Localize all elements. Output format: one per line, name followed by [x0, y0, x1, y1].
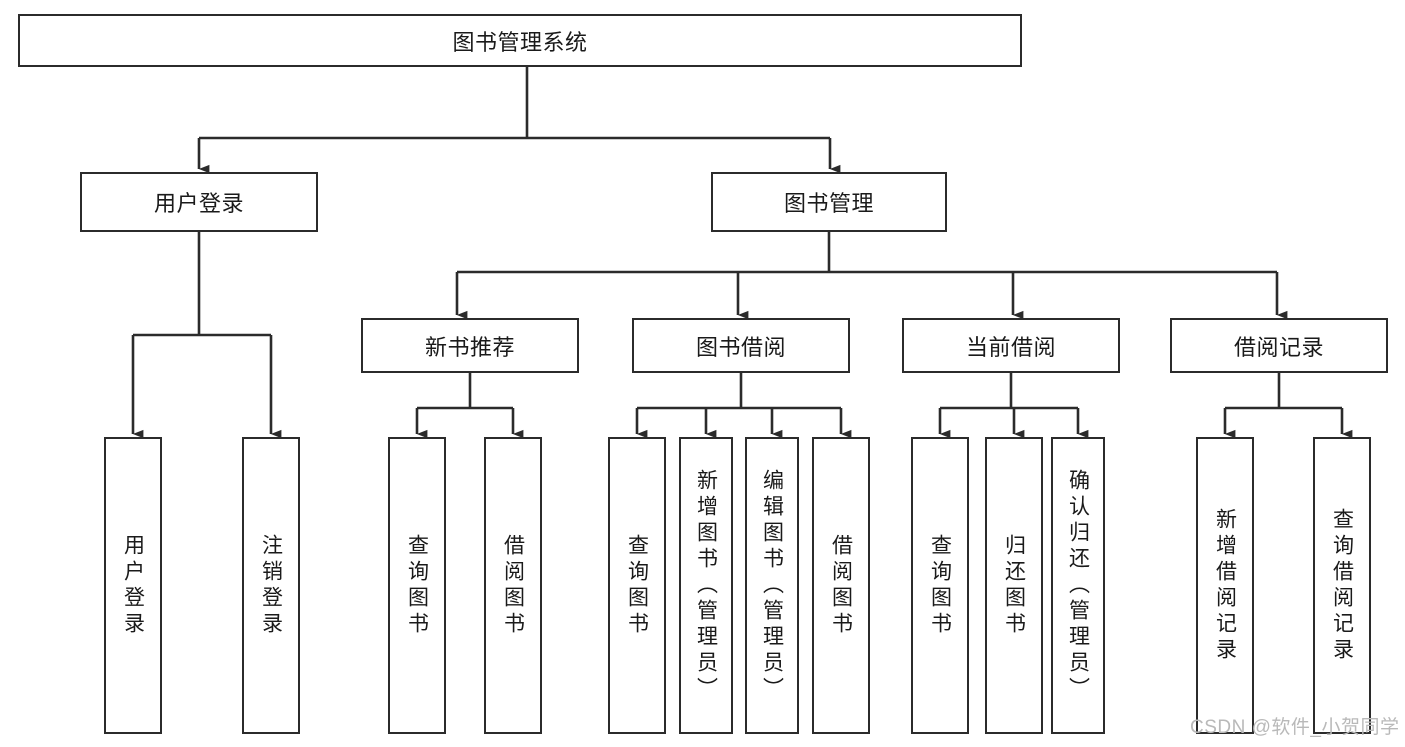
node-label: 归还图书 [1002, 533, 1026, 638]
node-label: 用户登录 [153, 191, 244, 216]
node-label: 用户登录 [121, 533, 145, 638]
node-label: 查询图书 [625, 533, 649, 638]
node-leaf-user-logout[interactable]: 注销登录 [242, 437, 300, 734]
node-leaf-query-book-recommend[interactable]: 查询图书 [388, 437, 446, 734]
node-new-book-recommend[interactable]: 新书推荐 [361, 318, 579, 373]
node-leaf-add-borrow-record[interactable]: 新增借阅记录 [1196, 437, 1254, 734]
node-label: 确认归还（管理员） [1066, 468, 1090, 703]
node-leaf-query-book-borrow[interactable]: 查询图书 [608, 437, 666, 734]
node-label: 新增图书（管理员） [694, 468, 718, 703]
node-label: 借阅记录 [1233, 334, 1324, 360]
node-leaf-borrow-book-recommend[interactable]: 借阅图书 [484, 437, 542, 734]
node-label: 新书推荐 [424, 334, 515, 360]
node-label: 借阅图书 [829, 533, 853, 638]
node-label: 查询借阅记录 [1330, 507, 1354, 664]
node-root-system[interactable]: 图书管理系统 [18, 14, 1022, 67]
node-current-borrow[interactable]: 当前借阅 [902, 318, 1120, 373]
node-borrow-record[interactable]: 借阅记录 [1170, 318, 1388, 373]
node-label: 图书管理系统 [452, 29, 588, 55]
node-leaf-query-borrow-record[interactable]: 查询借阅记录 [1313, 437, 1371, 734]
node-label: 查询图书 [405, 533, 429, 638]
node-leaf-confirm-return-admin[interactable]: 确认归还（管理员） [1051, 437, 1105, 734]
node-leaf-user-login[interactable]: 用户登录 [104, 437, 162, 734]
node-label: 注销登录 [259, 533, 283, 638]
node-leaf-query-book-current[interactable]: 查询图书 [911, 437, 969, 734]
node-leaf-add-book-admin[interactable]: 新增图书（管理员） [679, 437, 733, 734]
watermark-text: CSDN @软件_小贺同学 [1190, 717, 1400, 738]
node-label: 编辑图书（管理员） [760, 468, 784, 703]
node-label: 图书管理 [783, 191, 874, 216]
node-user-login[interactable]: 用户登录 [80, 172, 318, 232]
node-label: 新增借阅记录 [1213, 507, 1237, 664]
node-label: 借阅图书 [501, 533, 525, 638]
node-book-borrow[interactable]: 图书借阅 [632, 318, 850, 373]
node-label: 图书借阅 [695, 334, 786, 360]
node-book-manage[interactable]: 图书管理 [711, 172, 947, 232]
node-leaf-edit-book-admin[interactable]: 编辑图书（管理员） [745, 437, 799, 734]
node-label: 查询图书 [928, 533, 952, 638]
node-label: 当前借阅 [965, 334, 1056, 360]
node-leaf-return-book[interactable]: 归还图书 [985, 437, 1043, 734]
node-leaf-borrow-book[interactable]: 借阅图书 [812, 437, 870, 734]
